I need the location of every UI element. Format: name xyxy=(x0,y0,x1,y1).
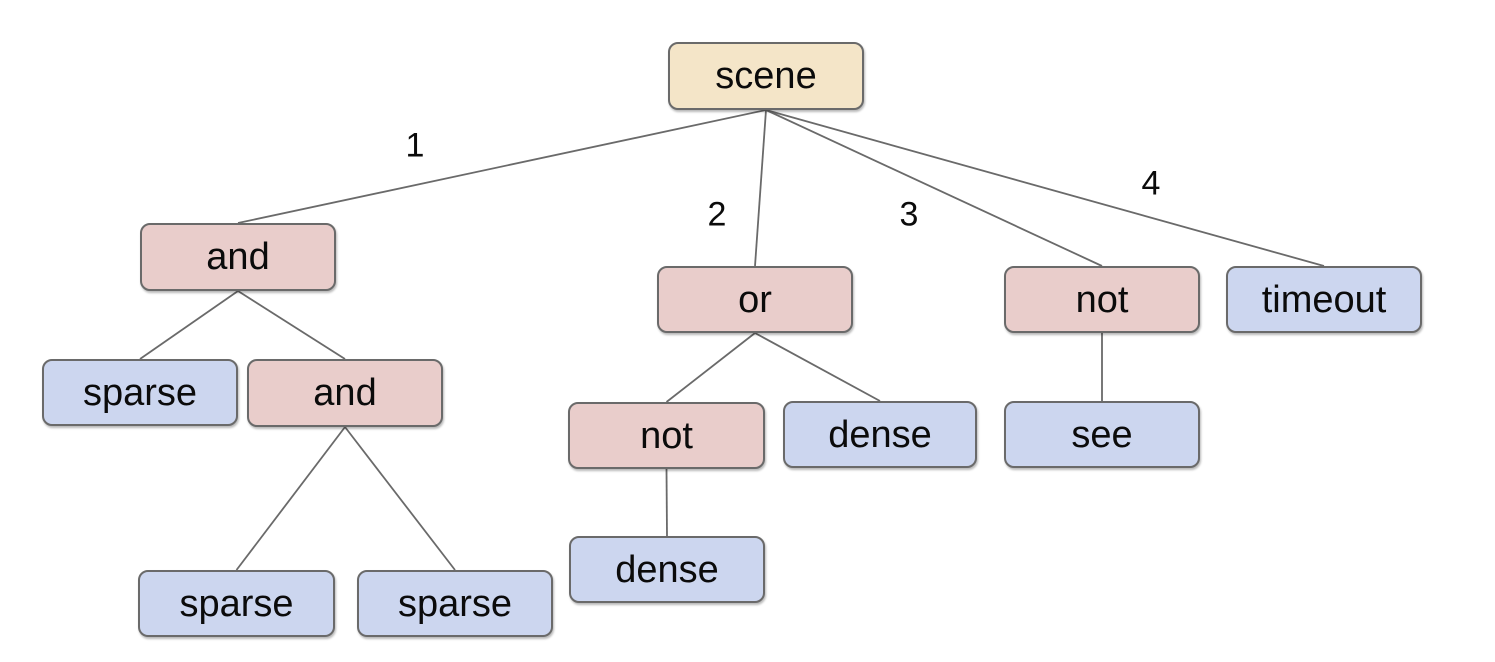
edge-and-2-to-sparse-2 xyxy=(235,426,346,571)
node-label: not xyxy=(640,414,693,457)
node-sparse-3[interactable]: sparse xyxy=(357,570,553,637)
node-and-1[interactable]: and xyxy=(140,223,336,291)
node-and-2[interactable]: and xyxy=(247,359,443,427)
edge-and-1-to-and-2 xyxy=(237,290,346,360)
node-label: and xyxy=(206,236,270,278)
node-sparse-2[interactable]: sparse xyxy=(138,570,335,637)
node-scene[interactable]: scene xyxy=(668,42,864,110)
node-dense-2[interactable]: dense xyxy=(569,536,765,603)
node-label: sparse xyxy=(397,582,513,625)
edge-scene-to-or-1 xyxy=(754,109,767,267)
edge-label-4: 4 xyxy=(1141,164,1161,203)
node-not-2[interactable]: not xyxy=(568,402,765,469)
edge-and-1-to-sparse-1 xyxy=(139,290,239,360)
node-timeout-1[interactable]: timeout xyxy=(1226,266,1422,333)
node-or-1[interactable]: or xyxy=(657,266,853,333)
node-label: not xyxy=(1075,278,1129,321)
node-not-1[interactable]: not xyxy=(1004,266,1200,333)
edge-scene-to-timeout-1 xyxy=(765,109,1325,267)
node-label: sparse xyxy=(82,371,198,414)
edge-not-2-to-dense-2 xyxy=(665,468,668,537)
node-label: sparse xyxy=(179,582,294,625)
node-dense-1[interactable]: dense xyxy=(783,401,977,468)
edge-scene-to-not-1 xyxy=(765,109,1103,267)
node-sparse-1[interactable]: sparse xyxy=(42,359,238,426)
edge-or-1-to-dense-1 xyxy=(754,332,881,402)
edge-scene-to-and-1 xyxy=(237,109,767,224)
edge-and-2-to-sparse-3 xyxy=(344,426,456,571)
node-label: dense xyxy=(615,548,719,591)
edge-or-1-to-not-2 xyxy=(665,332,756,403)
node-label: and xyxy=(313,372,377,414)
edge-label-3: 3 xyxy=(899,195,919,234)
node-label: or xyxy=(738,278,772,321)
node-label: scene xyxy=(715,55,817,97)
node-label: dense xyxy=(828,413,932,456)
edge-label-1: 1 xyxy=(405,126,425,165)
node-label: timeout xyxy=(1261,278,1387,321)
edge-label-2: 2 xyxy=(707,195,727,234)
node-see-1[interactable]: see xyxy=(1004,401,1200,468)
node-label: see xyxy=(1071,413,1133,456)
